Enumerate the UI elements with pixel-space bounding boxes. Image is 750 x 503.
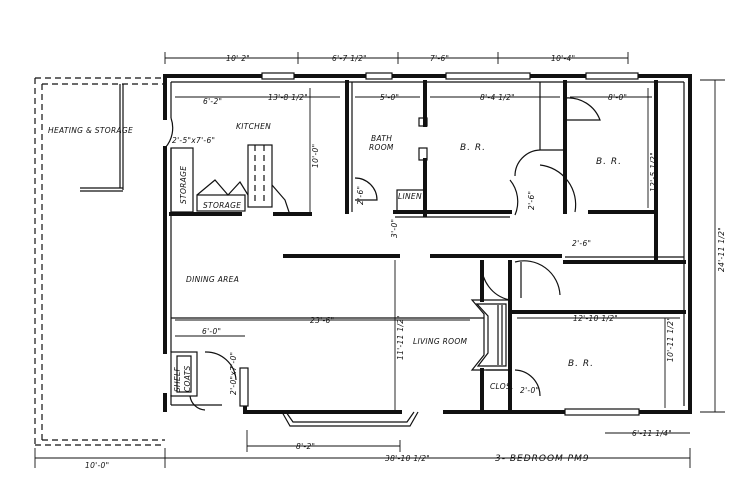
room-label-bath: BATH	[371, 134, 392, 143]
kitchen-fixtures	[170, 144, 291, 216]
dim-br3-w: 12'-10 1/2"	[573, 314, 618, 323]
dim-hall-2: 2'-6"	[527, 191, 536, 210]
dim-small-1: 2'-5"x7'-6"	[172, 136, 215, 145]
plan-title: 3- BEDROOM PM9	[495, 454, 590, 464]
dim-dining-w: 23'-6"	[310, 316, 334, 325]
dim-porch-w: 10'-0"	[85, 461, 109, 470]
dim-br3-h: 10'-11 1/2"	[666, 317, 675, 362]
dim-top-3: 7'-6"	[430, 54, 449, 63]
dim-br2-w: 8'-0"	[608, 93, 627, 102]
room-label-coats: COATS	[183, 365, 192, 392]
dim-living-h: 11'-11 1/2"	[396, 315, 405, 360]
dim-kitchen-h: 10'-0"	[311, 144, 320, 168]
dim-top-1: 10' 2"	[226, 54, 250, 63]
dim-kitchen-w1: 6'-2"	[203, 97, 222, 106]
dim-top-4: 10'-4"	[551, 54, 575, 63]
dim-clos-w: 2'-0"	[520, 386, 539, 395]
dim-kitchen-w2: 13'-8 1/2"	[268, 93, 308, 102]
dim-bath-w: 5'-0"	[380, 93, 399, 102]
room-label-br3: B. R.	[568, 359, 594, 369]
room-label-br2: B. R.	[596, 157, 622, 167]
dim-top-2: 6'-7 1/2"	[332, 54, 367, 63]
room-label-heating: HEATING & STORAGE	[48, 126, 133, 135]
dim-hall-1: 2'-6"	[356, 186, 365, 205]
dimension-lines	[34, 52, 725, 468]
dim-bottom-1: 8'-2"	[296, 442, 315, 451]
door-swings	[164, 97, 601, 411]
room-label-clos: CLOS.	[490, 382, 514, 391]
porch-outline	[34, 77, 165, 446]
dim-hall-3: 2'-6"	[572, 239, 591, 248]
dim-hall-4: 3'-0"	[390, 219, 399, 238]
room-label-linen: LINEN	[398, 192, 422, 201]
room-label-storage-v: STORAGE	[179, 166, 188, 204]
dim-br2-h: 12'-5 1/2"	[649, 152, 658, 192]
dim-br1-w: 8'-4 1/2"	[480, 93, 515, 102]
room-label-kitchen: KITCHEN	[236, 122, 271, 131]
room-label-dining: DINING AREA	[186, 275, 239, 284]
dim-bottom-br: 6'-11 1/4"	[632, 429, 672, 438]
room-label-shelf: SHELF	[173, 366, 182, 392]
dim-coats-w: 6'-0"	[202, 327, 221, 336]
windows	[239, 72, 640, 427]
room-label-living: LIVING ROOM	[413, 337, 468, 346]
interior-walls	[169, 80, 686, 414]
dim-total-h: 24'-11 1/2"	[717, 227, 726, 272]
bath-fixtures	[396, 117, 428, 213]
room-label-bath-room: ROOM	[369, 143, 394, 152]
dim-total-w: 38'-10 1/2"	[385, 454, 430, 463]
dim-coat-2: 2'-0"x7'-0"	[229, 352, 238, 395]
fireplace	[470, 299, 511, 371]
room-label-br1: B. R.	[460, 143, 486, 153]
room-label-storage-h: STORAGE	[203, 201, 241, 210]
